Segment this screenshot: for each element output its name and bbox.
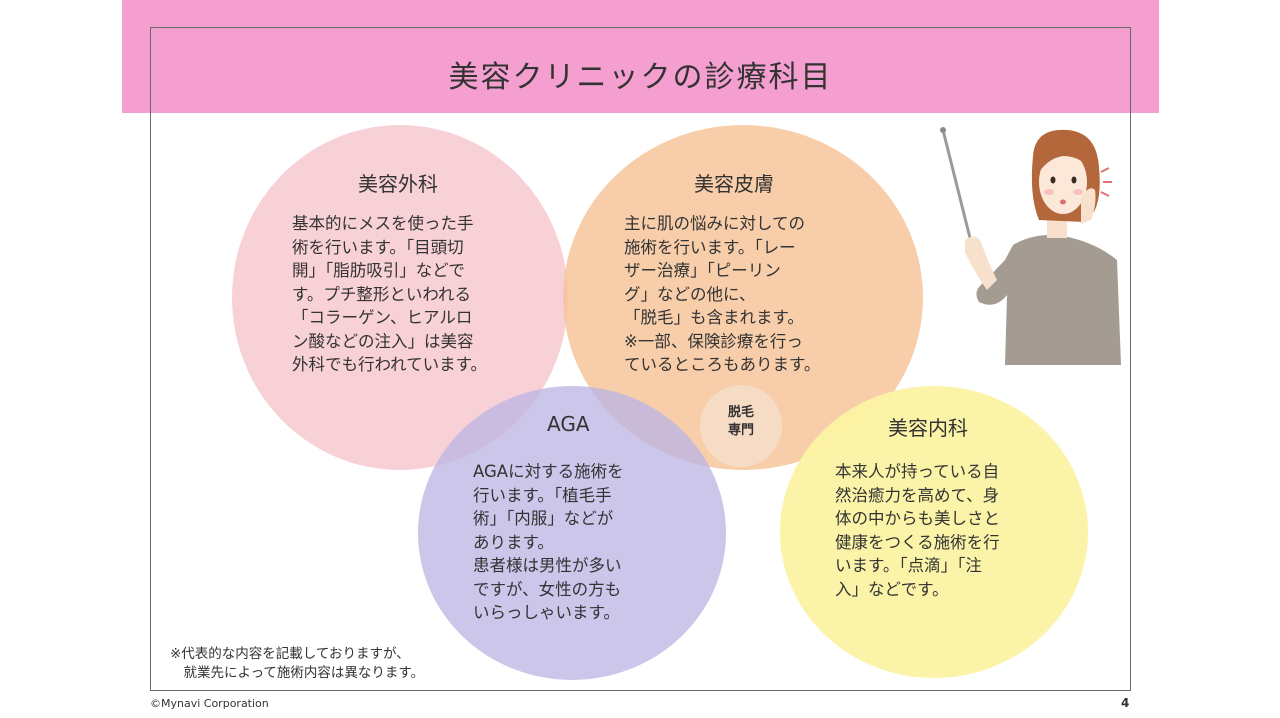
header-band: [122, 0, 1159, 113]
heading-cosmetic-internal-medicine: 美容内科: [888, 416, 968, 440]
page-number: 4: [1121, 696, 1130, 710]
heading-cosmetic-dermatology: 美容皮膚: [694, 172, 774, 196]
slide-title: 美容クリニックの診療科目: [448, 60, 833, 95]
slide-frame: [150, 27, 1131, 691]
text-cosmetic-internal-medicine: 本来人が持っている自 然治癒力を高めて、身 体の中からも美しさと 健康をつくる施…: [835, 462, 1000, 599]
text-aga: AGAに対する施術を 行います。「植毛手 術」「内服」などが あります。 患者様…: [473, 462, 624, 622]
copyright: ©Mynavi Corporation: [150, 697, 269, 710]
circle-aga: [418, 386, 726, 680]
woman-with-pointer-illustration: [940, 127, 1121, 365]
footnote: ※代表的な内容を記載しておりますが、 就業先によって施術内容は異なります。: [170, 646, 425, 681]
circle-cosmetic-internal-medicine: [780, 386, 1088, 678]
heading-cosmetic-surgery: 美容外科: [358, 172, 438, 196]
heading-aga: AGA: [547, 412, 590, 436]
text-cosmetic-dermatology: 主に肌の悩みに対しての 施術を行います。「レー ザー治療」「ピーリン グ」などの…: [624, 214, 821, 374]
text-cosmetic-surgery: 基本的にメスを使った手 術を行います。「目頭切 開」「脂肪吸引」などで す。プチ…: [292, 214, 488, 374]
circle-hair-removal: [700, 385, 782, 467]
label-hair-removal: 脱毛 専門: [727, 405, 754, 438]
